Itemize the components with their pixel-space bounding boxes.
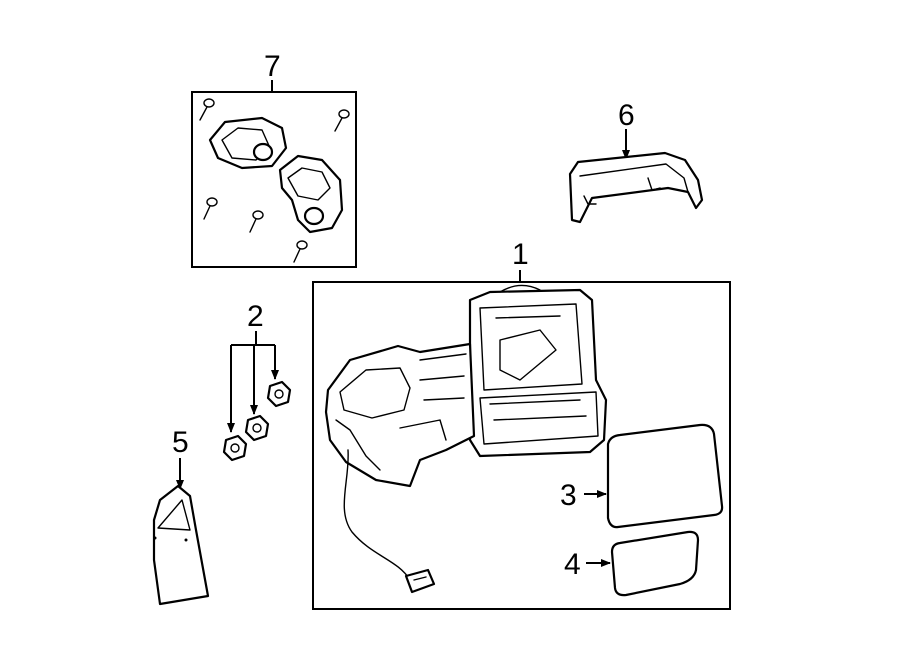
callout-3[interactable]: 3 [560, 479, 577, 512]
callout-1[interactable]: 1 [512, 238, 529, 271]
callout-5[interactable]: 5 [172, 426, 189, 459]
mirror-assembly-icon[interactable] [324, 284, 608, 594]
callout-4[interactable]: 4 [564, 548, 581, 581]
part-1-frame [312, 281, 731, 610]
callout-2[interactable]: 2 [247, 300, 264, 333]
mounting-bracket-icon[interactable] [208, 116, 344, 234]
spotter-glass-icon[interactable] [610, 530, 700, 597]
part-4-group: 4 [564, 530, 700, 597]
nut-icon[interactable] [222, 380, 292, 462]
callout-6[interactable]: 6 [618, 99, 635, 132]
part-7-group: 7 [191, 50, 357, 268]
part-7-frame [191, 91, 357, 268]
screw-icon [199, 98, 350, 263]
callout-7[interactable]: 7 [264, 50, 281, 83]
mirror-glass-icon[interactable] [606, 423, 724, 529]
part-6-group: 6 [568, 99, 704, 224]
part-3-group: 3 [560, 423, 724, 529]
part-2-group: 2 [222, 300, 292, 462]
cover-cap-icon[interactable] [152, 484, 210, 606]
mirror-cover-icon[interactable] [568, 151, 704, 224]
part-5-group: 5 [152, 426, 210, 606]
part-1-group: 1 [312, 238, 731, 610]
